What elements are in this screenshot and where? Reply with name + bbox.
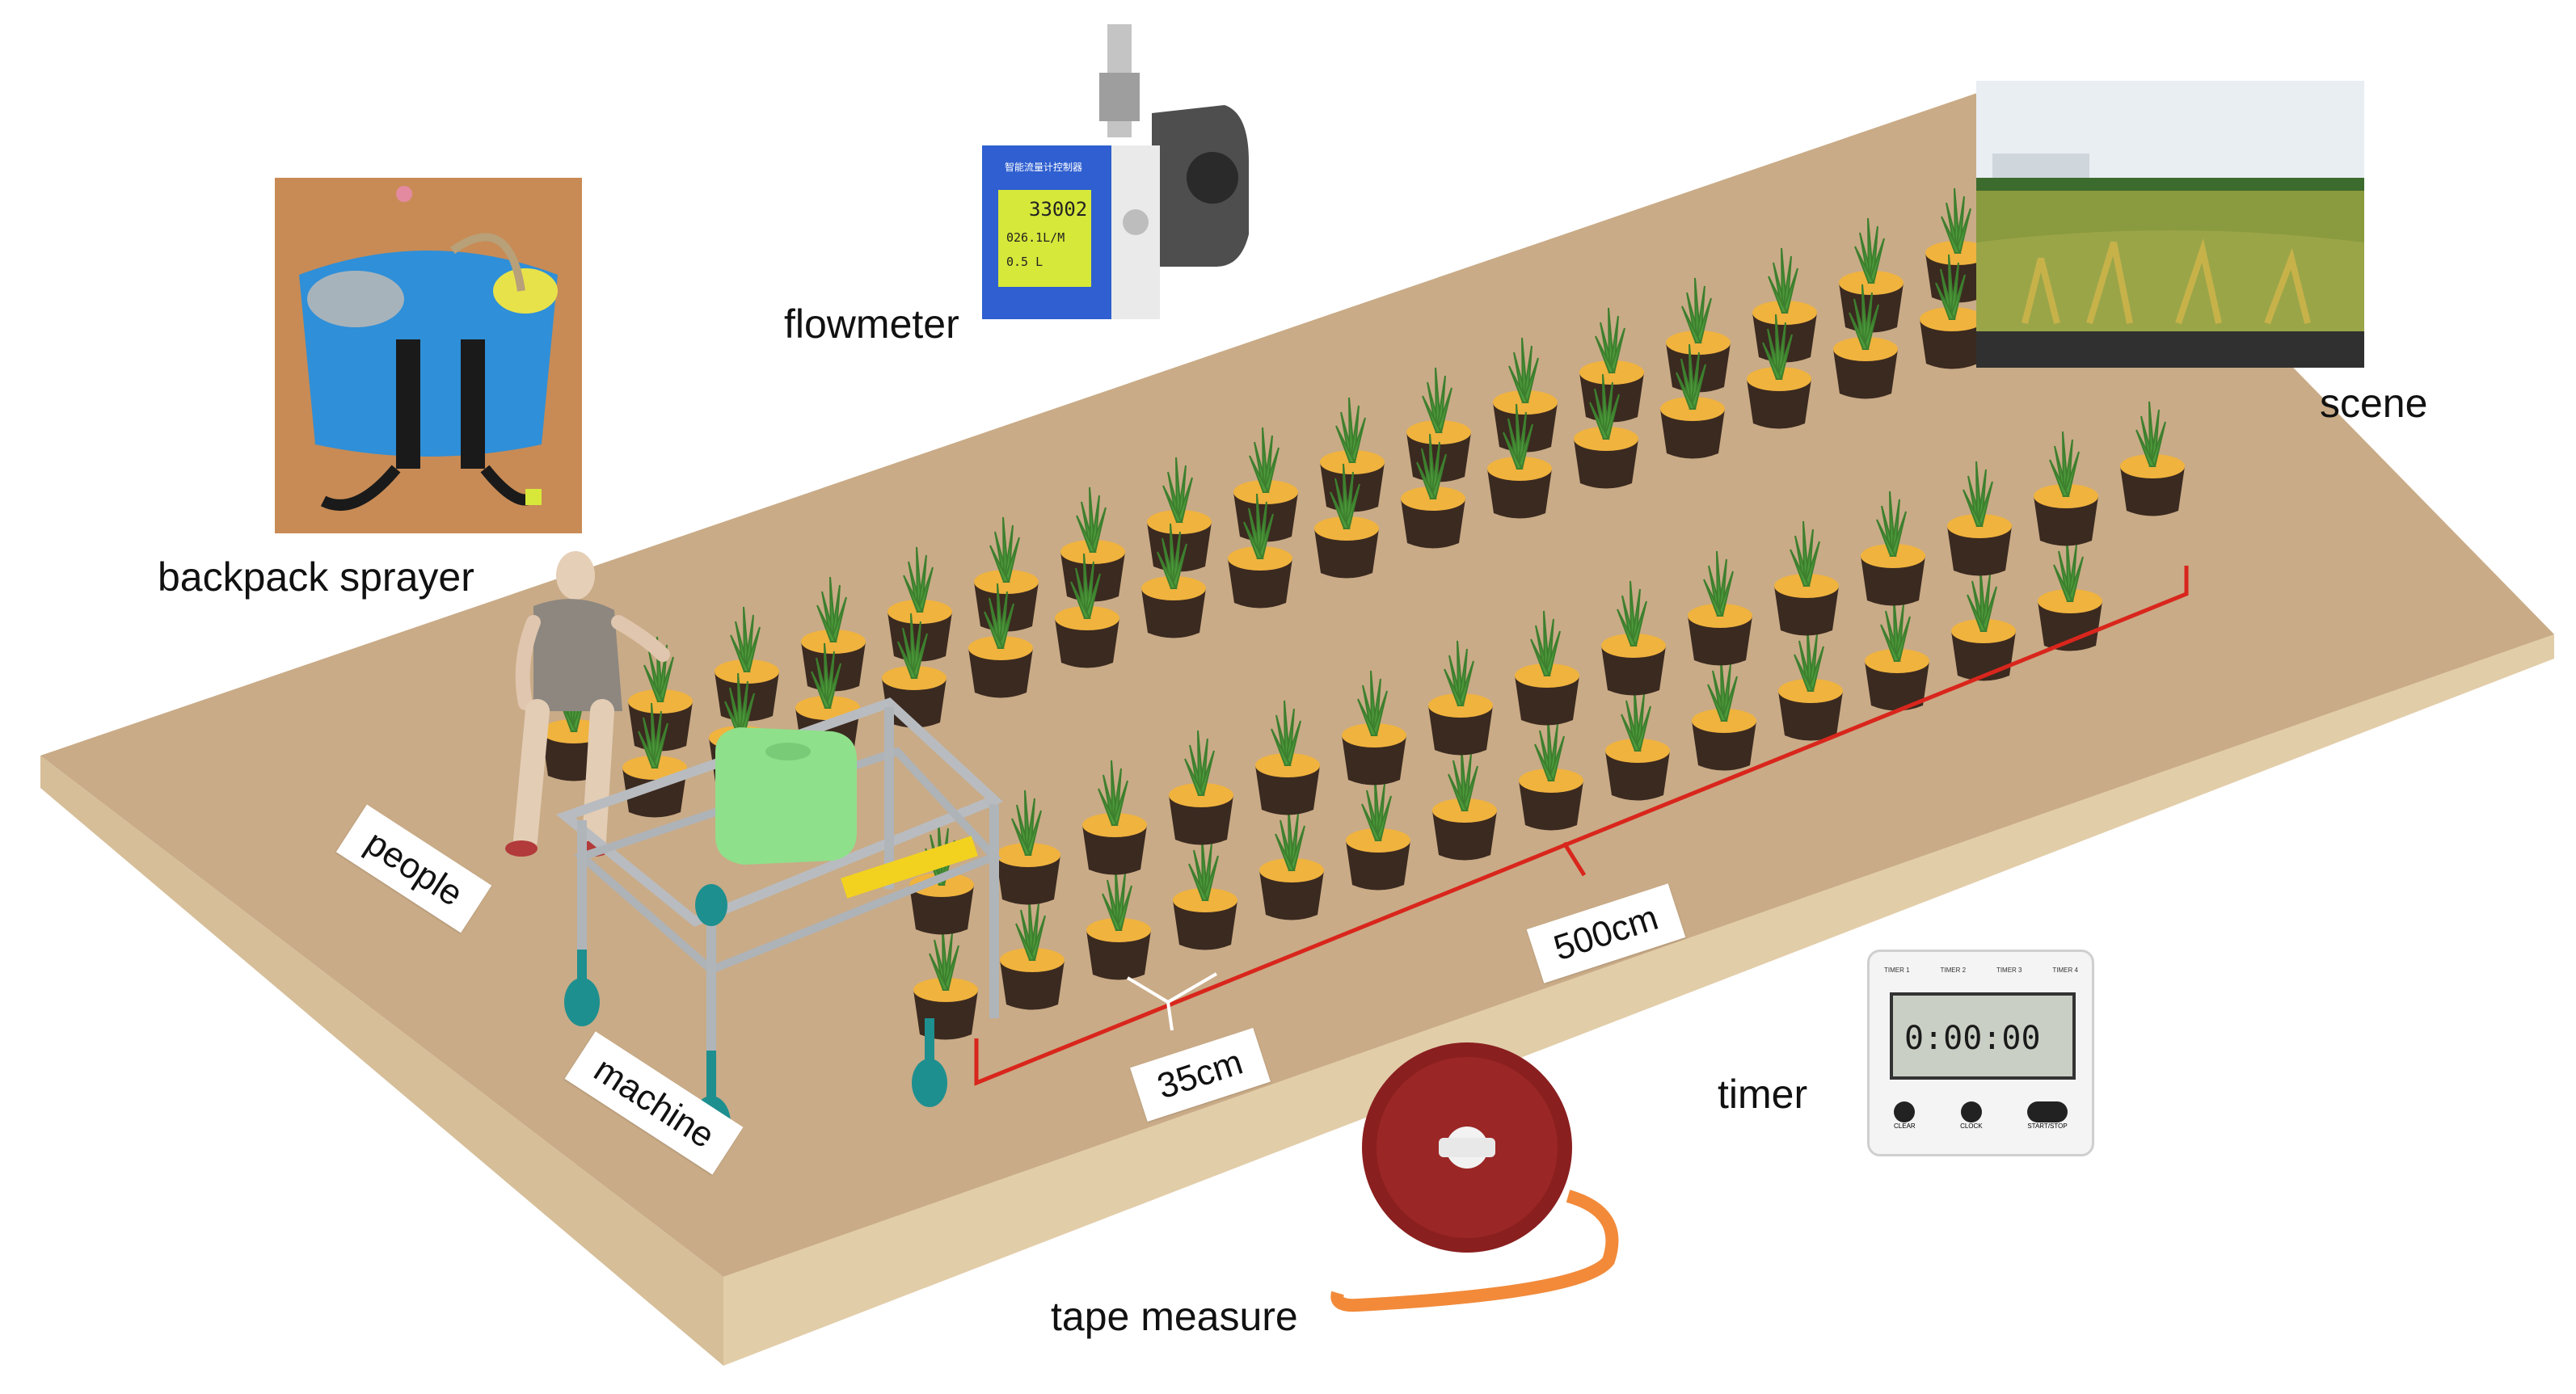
pineapple-pot [1401, 433, 1465, 549]
flowmeter-reading: 33002 [1029, 198, 1088, 221]
pineapple-pot [1601, 580, 1666, 696]
clock-button-label: CLOCK [1960, 1122, 1983, 1130]
board-edge-front [723, 634, 2554, 1366]
pineapple-pot [913, 924, 978, 1040]
flowmeter-line1: 026.1L/M [1006, 230, 1065, 245]
timer-button-4[interactable]: TIMER 4 [2052, 967, 2078, 974]
pineapple-pot [1515, 610, 1579, 726]
flowmeter-photo: 智能流量计控制器 33002 026.1L/M 0.5 L [982, 24, 1249, 319]
pineapple-pot [1082, 760, 1147, 875]
length-measure-line [974, 566, 2189, 1086]
pineapple-pot [1342, 670, 1406, 785]
pineapple-pot [1833, 284, 1898, 399]
field-scene-photo [1976, 81, 2364, 368]
timer-button-1[interactable]: TIMER 1 [1884, 967, 1910, 974]
pineapple-pot [1660, 343, 1725, 459]
pineapple-pot [974, 516, 1039, 632]
pineapple-pot [1865, 596, 1929, 711]
pineapple-pot [2120, 401, 2185, 516]
tape-measure-label: tape measure [1051, 1294, 1298, 1339]
length-brace [1562, 841, 1587, 877]
pineapple-pot [1346, 775, 1410, 891]
pineapple-pot [1259, 805, 1324, 920]
person-figure [505, 551, 670, 857]
pineapple-pot [1141, 523, 1206, 638]
timer-button-2[interactable]: TIMER 2 [1940, 967, 1967, 974]
pineapple-pot [1778, 625, 1843, 741]
pineapple-pot [1487, 403, 1552, 519]
pineapple-pot [1060, 486, 1125, 602]
clock-button-icon[interactable] [1960, 1101, 1982, 1122]
timer-label: timer [1718, 1072, 1808, 1117]
pineapple-pot [1086, 865, 1151, 980]
start-stop-button-icon[interactable] [2027, 1101, 2068, 1122]
pineapple-pot [1574, 373, 1638, 489]
pineapple-pot [622, 702, 687, 818]
timer-screen: 0:00:00 [1890, 992, 2076, 1080]
pineapple-pot [996, 790, 1060, 905]
pineapple-pot [1747, 314, 1811, 429]
pineapple-pot [1169, 730, 1233, 845]
backpack-sprayer-label: backpack sprayer [158, 554, 474, 600]
pineapple-pot [1493, 337, 1558, 453]
pineapple-pot [1839, 217, 1904, 333]
tape-measure-tool [1330, 1042, 1619, 1312]
timer-reading: 0:00:00 [1904, 1020, 2041, 1057]
timer-button-3[interactable]: TIMER 3 [1996, 967, 2022, 974]
pineapple-pot [1432, 745, 1497, 861]
flowmeter-header: 智能流量计控制器 [1005, 162, 1083, 173]
pineapple-pot [1861, 491, 1925, 606]
pineapple-pot [1920, 254, 1984, 369]
board-top [40, 81, 2554, 1277]
scene-label: scene [2320, 381, 2428, 426]
clear-button-label: CLEAR [1894, 1122, 1916, 1130]
pineapple-pot [1147, 457, 1212, 572]
pineapple-pot [2034, 431, 2098, 546]
pineapple-pot [1666, 277, 1731, 393]
backpack-sprayer-photo [275, 178, 582, 533]
flowmeter-line2: 0.5 L [1006, 255, 1043, 269]
pineapple-pot [968, 583, 1033, 698]
start-stop-button-label: START/STOP [2027, 1122, 2068, 1130]
pineapple-pot [1428, 640, 1493, 756]
board-edge-left [40, 756, 723, 1366]
flowmeter-label: flowmeter [784, 301, 959, 347]
pineapple-pot [1774, 520, 1839, 636]
pineapple-pot [1055, 553, 1119, 668]
pineapple-pot [1605, 685, 1670, 801]
pineapple-pot [1228, 493, 1292, 609]
pineapple-pot [1320, 397, 1385, 512]
pineapple-pot [1947, 461, 2012, 576]
pineapple-pot [1692, 655, 1756, 771]
pineapple-pot [1951, 566, 2016, 681]
pineapple-pot [1688, 550, 1752, 666]
spacing-brace [1126, 972, 1218, 1031]
pineapple-pot [1173, 835, 1237, 950]
pineapple-pot [1519, 715, 1583, 831]
pineapple-pot [1255, 700, 1320, 815]
timer-device: TIMER 1 TIMER 2 TIMER 3 TIMER 4 0:00:00 … [1867, 950, 2094, 1156]
pineapple-pot [1314, 463, 1379, 579]
pineapple-pot [1000, 895, 1065, 1010]
pineapple-pot [2038, 536, 2102, 651]
clear-button-icon[interactable] [1894, 1101, 1916, 1122]
